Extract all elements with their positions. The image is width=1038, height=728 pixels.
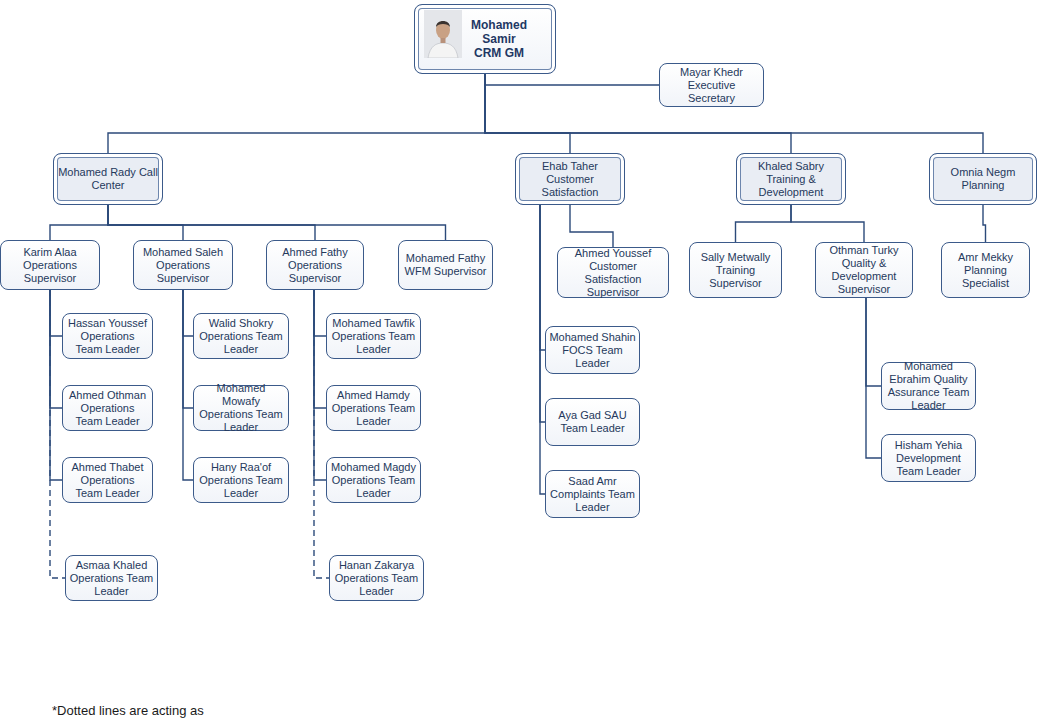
person-box: Saad Amr Complaints Team Leader [545,470,640,518]
node-text: Ahmed Hamdy Operations Team Leader [330,389,417,428]
person-box: Ahmed Othman Operations Team Leader [62,385,153,431]
person-box: Mohamed Rady Call Center [53,153,163,205]
connector-line [50,205,108,240]
node-text: Ahmed Othman Operations Team Leader [66,389,149,428]
connector-line [108,205,183,240]
person-box: Othman Turky Quality & Development Super… [815,242,913,298]
node-text: Hisham Yehia Development Team Leader [885,439,972,478]
person-box: Mohamed Mowafy Operations Team Leader [193,385,289,431]
photo-background [424,10,462,58]
person-box: Mohamed Ebrahim Quality Assurance Team L… [881,362,976,410]
node-text: Sally Metwally Training Supervisor [693,251,778,290]
connector-line [183,290,193,408]
node-text: Amr Mekky Planning Specialist [945,251,1026,290]
node-text: Mayar Khedr Executive Secretary [663,66,760,105]
person-box: Hisham Yehia Development Team Leader [881,434,976,482]
person-box: Aya Gad SAU Team Leader [545,398,640,446]
node-text: Hanan Zakarya Operations Team Leader [333,559,420,598]
person-box: Mohamed Tawfik Operations Team Leader [326,313,421,359]
connector-line [736,205,792,242]
node-text: Hassan Youssef Operations Team Leader [66,317,149,356]
node-text: Asmaa Khaled Operations Team Leader [69,559,154,598]
person-box: Mohamed Saleh Operations Supervisor [133,240,233,290]
node-text: Mohamed Shahin FOCS Team Leader [549,331,636,370]
node-text: Hany Raa'of Operations Team Leader [197,461,285,500]
connector-line [570,205,613,247]
portrait-photo [424,10,462,58]
connector-line [540,205,545,422]
person-box: Amr Mekky Planning Specialist [941,242,1030,298]
node-text: Ehab Taher Customer Satisfaction [519,160,621,199]
connector-line [50,290,62,336]
photo-shirt [428,43,458,58]
person-box: Ahmed Youssef Customer Satisfaction Supe… [557,247,669,298]
photo-face [436,21,450,39]
node-text: Karim Alaa Operations Supervisor [4,246,96,285]
connector-line [183,290,193,336]
person-box: Karim Alaa Operations Supervisor [0,240,100,290]
person-box: Mohamed Fathy WFM Supervisor [398,240,493,290]
node-text: Mohamed Saleh Operations Supervisor [137,246,229,285]
person-box: Mohamed Magdy Operations Team Leader [326,457,421,503]
person-box: Hany Raa'of Operations Team Leader [193,457,289,503]
person-box: Mohamed Shahin FOCS Team Leader [545,326,640,374]
connector-line [314,290,326,336]
node-text: Mohamed Ebrahim Quality Assurance Team L… [885,360,972,412]
footnote: *Dotted lines are acting as [52,703,204,718]
node-text: Ahmed Thabet Operations Team Leader [66,461,149,500]
node-text: Omnia Negm Planning [933,166,1033,192]
node-text: Ahmed Fathy Operations Supervisor [270,246,360,285]
person-box: Hanan Zakarya Operations Team Leader [329,555,424,601]
node-text: Mohamed Mowafy Operations Team Leader [197,382,285,434]
node-text: Othman Turky Quality & Development Super… [819,244,909,296]
node-text: Saad Amr Complaints Team Leader [549,475,636,514]
person-box: Omnia Negm Planning [929,153,1037,205]
connector-line [485,74,570,153]
node-text: Aya Gad SAU Team Leader [549,409,636,435]
node-text: Khaled Sabry Training & Development [740,160,842,199]
person-box: Ehab Taher Customer Satisfaction [515,153,625,205]
person-box: Ahmed Thabet Operations Team Leader [62,457,153,503]
connector-line [540,205,545,350]
connector-line [183,290,193,480]
node-text: Walid Shokry Operations Team Leader [197,317,285,356]
connector-line [314,290,326,480]
connector-line [108,74,485,153]
connector-line [866,298,881,386]
node-text: Mohamed Samir CRM GM [469,18,529,60]
person-box: Mayar Khedr Executive Secretary [659,63,764,107]
connector-line [108,205,446,240]
connector-line [791,205,864,242]
person-box: Walid Shokry Operations Team Leader [193,313,289,359]
node-text: Mohamed Magdy Operations Team Leader [330,461,417,500]
person-box: Sally Metwally Training Supervisor [689,242,782,298]
connector-line [50,290,62,480]
node-text: Mohamed Tawfik Operations Team Leader [330,317,417,356]
connector-line [485,74,659,85]
connector-line [314,290,326,408]
person-box: Hassan Youssef Operations Team Leader [62,313,153,359]
connector-line [983,205,986,242]
photo-neck [441,38,446,43]
connector-line [50,290,62,408]
node-text: Ahmed Youssef Customer Satisfaction Supe… [561,247,665,299]
photo-hair [436,21,450,27]
node-text: Mohamed Fathy WFM Supervisor [402,252,489,278]
person-box: Ahmed Hamdy Operations Team Leader [326,385,421,431]
person-box: Khaled Sabry Training & Development [736,153,846,205]
person-box: Asmaa Khaled Operations Team Leader [65,555,158,601]
person-box: Ahmed Fathy Operations Supervisor [266,240,364,290]
connector-line [866,298,881,458]
connector-line [108,205,315,240]
node-text: Mohamed Rady Call Center [57,166,159,192]
